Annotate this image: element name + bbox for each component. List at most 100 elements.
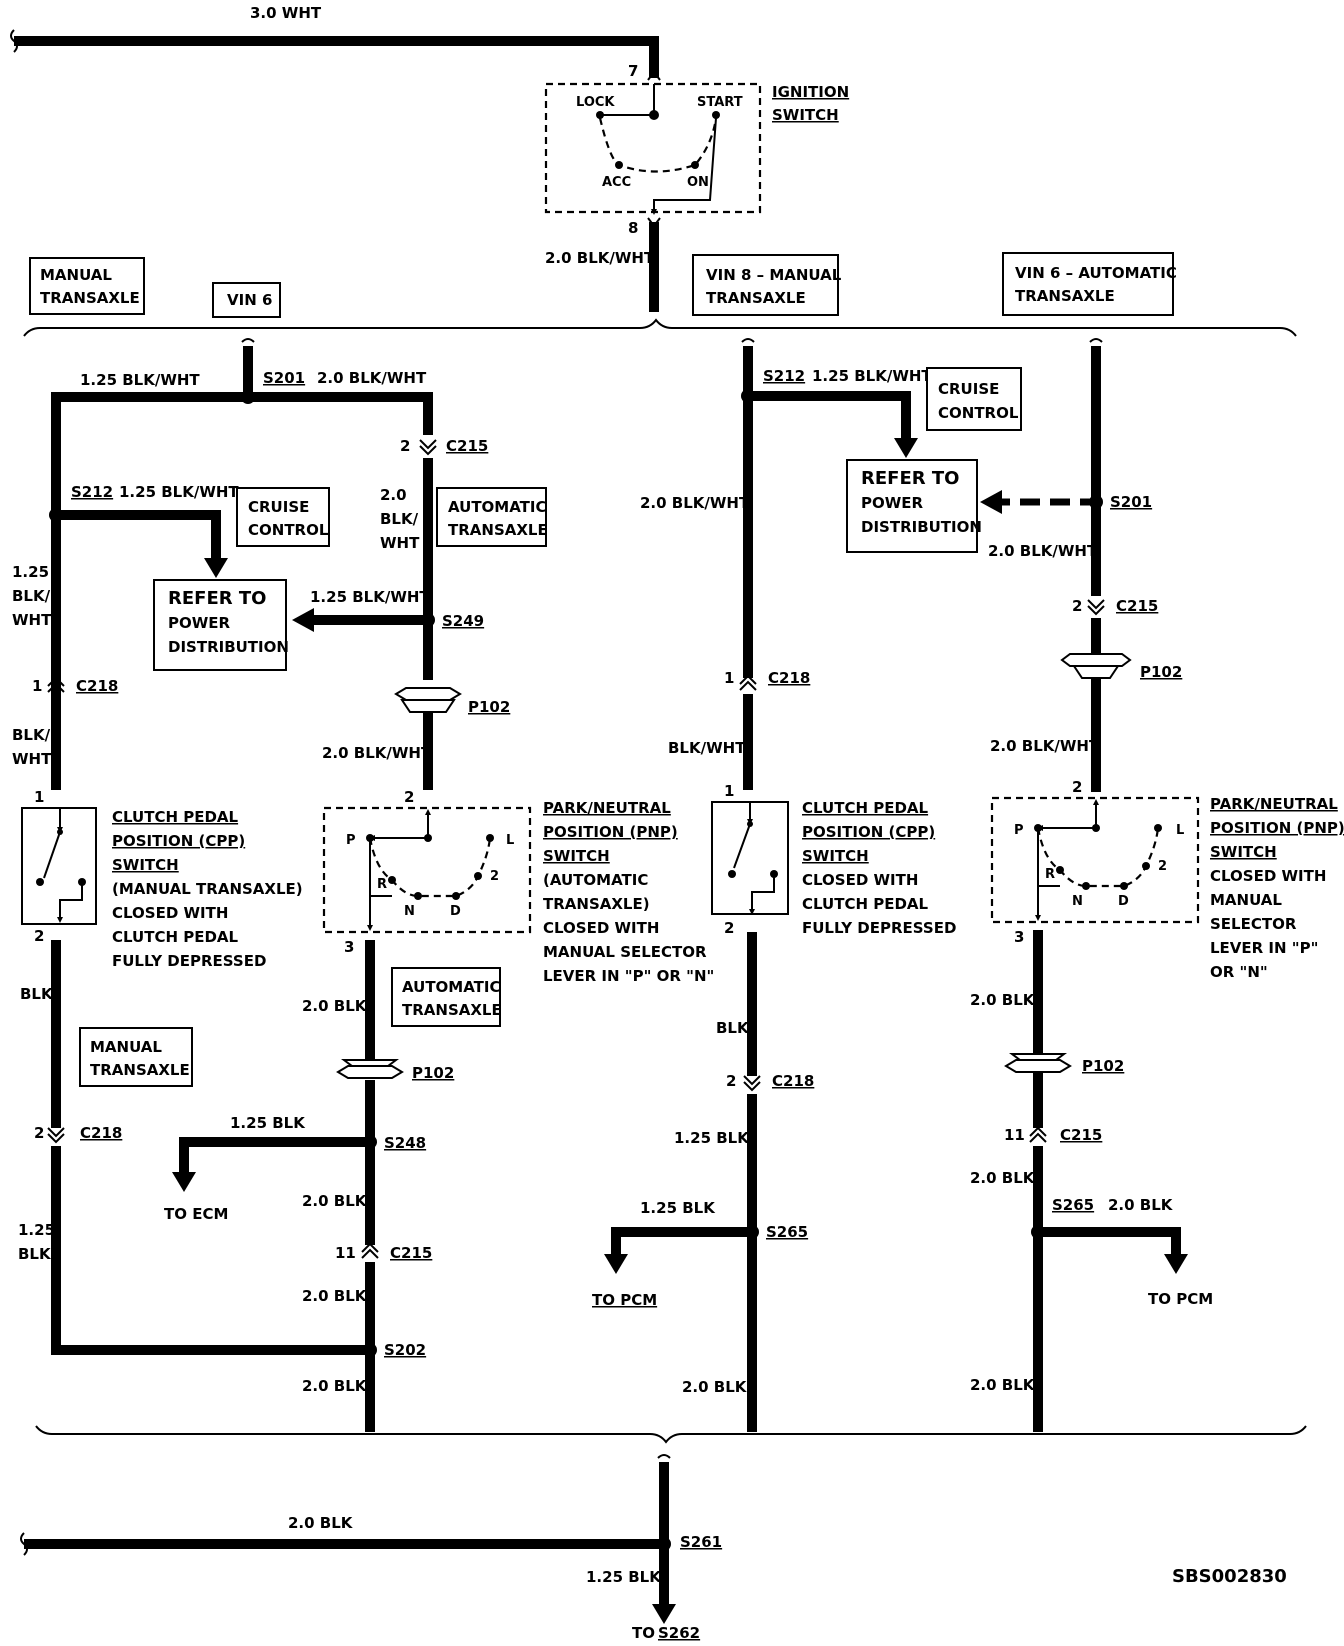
- right-pnp-2: 2: [1158, 859, 1167, 874]
- right-s201: S201: [1110, 493, 1152, 511]
- left-c218b: C218: [80, 1124, 122, 1142]
- right-pnp-text-1: PARK/NEUTRAL: [1210, 795, 1338, 813]
- mid-c218b-pin: 2: [726, 1072, 736, 1090]
- left-wire-20blk-c: 2.0 BLK: [302, 1287, 368, 1305]
- right-pnp-pin-bottom: 3: [1014, 928, 1024, 946]
- left-blkwht-2: WHT: [12, 750, 52, 768]
- left-wire-s212: 1.25 BLK/WHT: [119, 483, 239, 501]
- mid-cpp-text-1: CLUTCH PEDAL: [802, 799, 929, 817]
- right-wire-s265: 2.0 BLK: [1108, 1196, 1174, 1214]
- ignition-switch: 7 8 LOCK START ACC ON IGNITION SWITCH 2.…: [544, 62, 849, 312]
- left-wire-125blk-ecm: 1.25 BLK: [230, 1114, 306, 1132]
- bottom-s262: S262: [658, 1624, 700, 1642]
- mid-cpp-text-2: POSITION (CPP): [802, 823, 935, 841]
- mid-cpp-pin-bottom: 2: [724, 919, 734, 937]
- right-pnp-switch-outline: [990, 796, 1200, 924]
- left-c215b-pin: 11: [335, 1244, 356, 1262]
- left-wire-20blk-d: 2.0 BLK: [302, 1377, 368, 1395]
- left-refer-3: DISTRIBUTION: [168, 638, 289, 656]
- mid-refer-3: DISTRIBUTION: [861, 518, 982, 536]
- mid-to-pcm: TO PCM: [592, 1291, 657, 1309]
- left-cpp-text-2: POSITION (CPP): [112, 832, 245, 850]
- left-pnp-text-8: LEVER IN "P" OR "N": [543, 967, 714, 985]
- top-wire-label: 3.0 WHT: [250, 4, 322, 22]
- ignition-lock-label: LOCK: [576, 95, 615, 110]
- variant-vin8-1: VIN 8 – MANUAL: [706, 266, 842, 284]
- mid-cpp-text-6: FULLY DEPRESSED: [802, 919, 956, 937]
- mid-wire-blk: BLK: [716, 1019, 750, 1037]
- left-cpp-text-4: (MANUAL TRANSAXLE): [112, 880, 303, 898]
- bottom-section: 2.0 BLK S261 1.25 BLK TO S262 SBS002830: [20, 1454, 1287, 1642]
- mid-refer-2: POWER: [861, 494, 924, 512]
- left-section: 1.25 BLK/WHT S201 2.0 BLK/WHT 2 C215 S21…: [12, 338, 714, 1432]
- variant-vin6-auto-1: VIN 6 – AUTOMATIC: [1015, 264, 1177, 282]
- left-auto-trans2-1: AUTOMATIC: [402, 978, 501, 996]
- right-pnp-text-8: OR "N": [1210, 963, 1268, 981]
- ignition-title-1: IGNITION: [772, 83, 849, 101]
- right-pnp-pin-top: 2: [1072, 778, 1082, 796]
- left-refer-2: POWER: [168, 614, 231, 632]
- left-pnp-text-2: POSITION (PNP): [543, 823, 678, 841]
- variant-labels: MANUAL TRANSAXLE VIN 6 VIN 8 – MANUAL TR…: [29, 252, 1177, 318]
- left-pnp-n: N: [404, 904, 415, 919]
- right-c215b: C215: [1060, 1126, 1102, 1144]
- right-pnp-n: N: [1072, 894, 1083, 909]
- upper-brace: [23, 318, 1297, 337]
- right-pnp-r: R: [1045, 867, 1055, 882]
- top-wire: 3.0 WHT: [10, 4, 659, 78]
- ignition-pin-in: 7: [628, 62, 638, 80]
- left-pnp-text-1: PARK/NEUTRAL: [543, 799, 671, 817]
- right-wire-s201: 2.0 BLK/WHT: [988, 542, 1098, 560]
- right-p102: P102: [1140, 663, 1182, 681]
- mid-wire-riser: 2.0 BLK/WHT: [640, 494, 750, 512]
- left-wire-top-left: 1.25 BLK/WHT: [80, 371, 200, 389]
- ignition-out-wire: 2.0 BLK/WHT: [545, 249, 655, 267]
- mid-s265: S265: [766, 1223, 808, 1241]
- mid-s212: S212: [763, 367, 805, 385]
- variant-vin8-2: TRANSAXLE: [706, 289, 806, 307]
- left-s248: S248: [384, 1134, 426, 1152]
- right-c215: C215: [1116, 597, 1158, 615]
- right-wire-p102: 2.0 BLK/WHT: [990, 737, 1100, 755]
- right-p102b: P102: [1082, 1057, 1124, 1075]
- left-125blk-1: 1.25: [18, 1221, 55, 1239]
- right-pnp-text-5: MANUAL: [1210, 891, 1282, 909]
- left-wire-s249: 1.25 BLK/WHT: [310, 588, 430, 606]
- right-pnp-text-4: CLOSED WITH: [1210, 867, 1326, 885]
- right-wire-20blk-a: 2.0 BLK: [970, 991, 1036, 1009]
- left-cpp-text-6: CLUTCH PEDAL: [112, 928, 239, 946]
- left-refer-1: REFER TO: [168, 588, 266, 609]
- left-c215-pin: 2: [400, 437, 410, 455]
- bottom-s261: S261: [680, 1533, 722, 1551]
- left-s202: S202: [384, 1341, 426, 1359]
- mid-cpp-text-4: CLOSED WITH: [802, 871, 918, 889]
- left-pnp-d: D: [450, 904, 461, 919]
- left-auto-trans-1: AUTOMATIC: [448, 498, 547, 516]
- right-section: S201 2.0 BLK/WHT 2 C215 P102 2.0 BLK/WHT…: [970, 338, 1344, 1432]
- left-pnp-text-6: CLOSED WITH: [543, 919, 659, 937]
- left-c215b: C215: [390, 1244, 432, 1262]
- right-pnp-text-2: POSITION (PNP): [1210, 819, 1344, 837]
- left-c218: C218: [76, 677, 118, 695]
- right-s265: S265: [1052, 1196, 1094, 1214]
- left-pnp-l: L: [506, 833, 514, 848]
- left-pnp-text-4: (AUTOMATIC: [543, 871, 648, 889]
- ignition-start-label: START: [697, 95, 743, 110]
- left-wire-top-right: 2.0 BLK/WHT: [317, 369, 427, 387]
- left-cpp-text-3: SWITCH: [112, 856, 179, 874]
- left-wire-20blk-a: 2.0 BLK: [302, 997, 368, 1015]
- left-s249: S249: [442, 612, 484, 630]
- mid-cpp-text-5: CLUTCH PEDAL: [802, 895, 929, 913]
- left-wire-blk: BLK: [20, 985, 54, 1003]
- left-auto-trans-2: TRANSAXLE: [448, 521, 548, 539]
- left-manual-trans-2: TRANSAXLE: [90, 1061, 190, 1079]
- variant-manual-2: TRANSAXLE: [40, 289, 140, 307]
- figure-id: SBS002830: [1172, 1566, 1287, 1587]
- right-pnp-text-3: SWITCH: [1210, 843, 1277, 861]
- left-pnp-p: P: [346, 833, 356, 848]
- variant-vin6-auto-2: TRANSAXLE: [1015, 287, 1115, 305]
- left-p102b: P102: [412, 1064, 454, 1082]
- left-pnp-r: R: [377, 877, 387, 892]
- bottom-to: TO: [632, 1624, 655, 1642]
- left-cruise-1: CRUISE: [248, 498, 309, 516]
